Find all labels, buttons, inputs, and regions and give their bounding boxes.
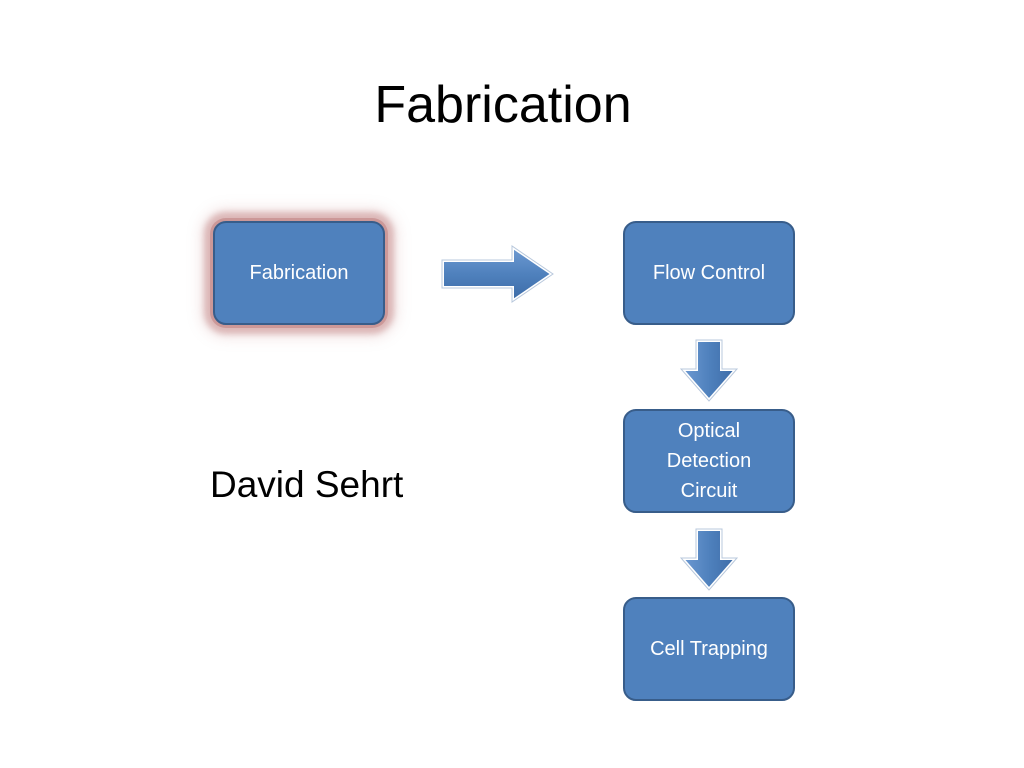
slide-title: Fabrication [374, 76, 632, 134]
flow-control-node-label: Flow Control [652, 262, 766, 284]
down-arrow-icon [676, 527, 742, 594]
author-name: David Sehrt [210, 464, 404, 505]
fabrication-node: Fabrication [213, 221, 385, 325]
cell-trapping-node-label: Cell Trapping [650, 638, 768, 660]
cell-trapping-node: Cell Trapping [623, 597, 795, 701]
fabrication-node-label: Fabrication [249, 262, 349, 284]
optical-detection-node-label: Optical Detection Circuit [666, 420, 752, 502]
down-arrow-icon [676, 338, 742, 405]
optical-detection-node: Optical Detection Circuit [623, 409, 795, 513]
flow-control-node: Flow Control [623, 221, 795, 325]
right-arrow-icon [440, 242, 557, 306]
